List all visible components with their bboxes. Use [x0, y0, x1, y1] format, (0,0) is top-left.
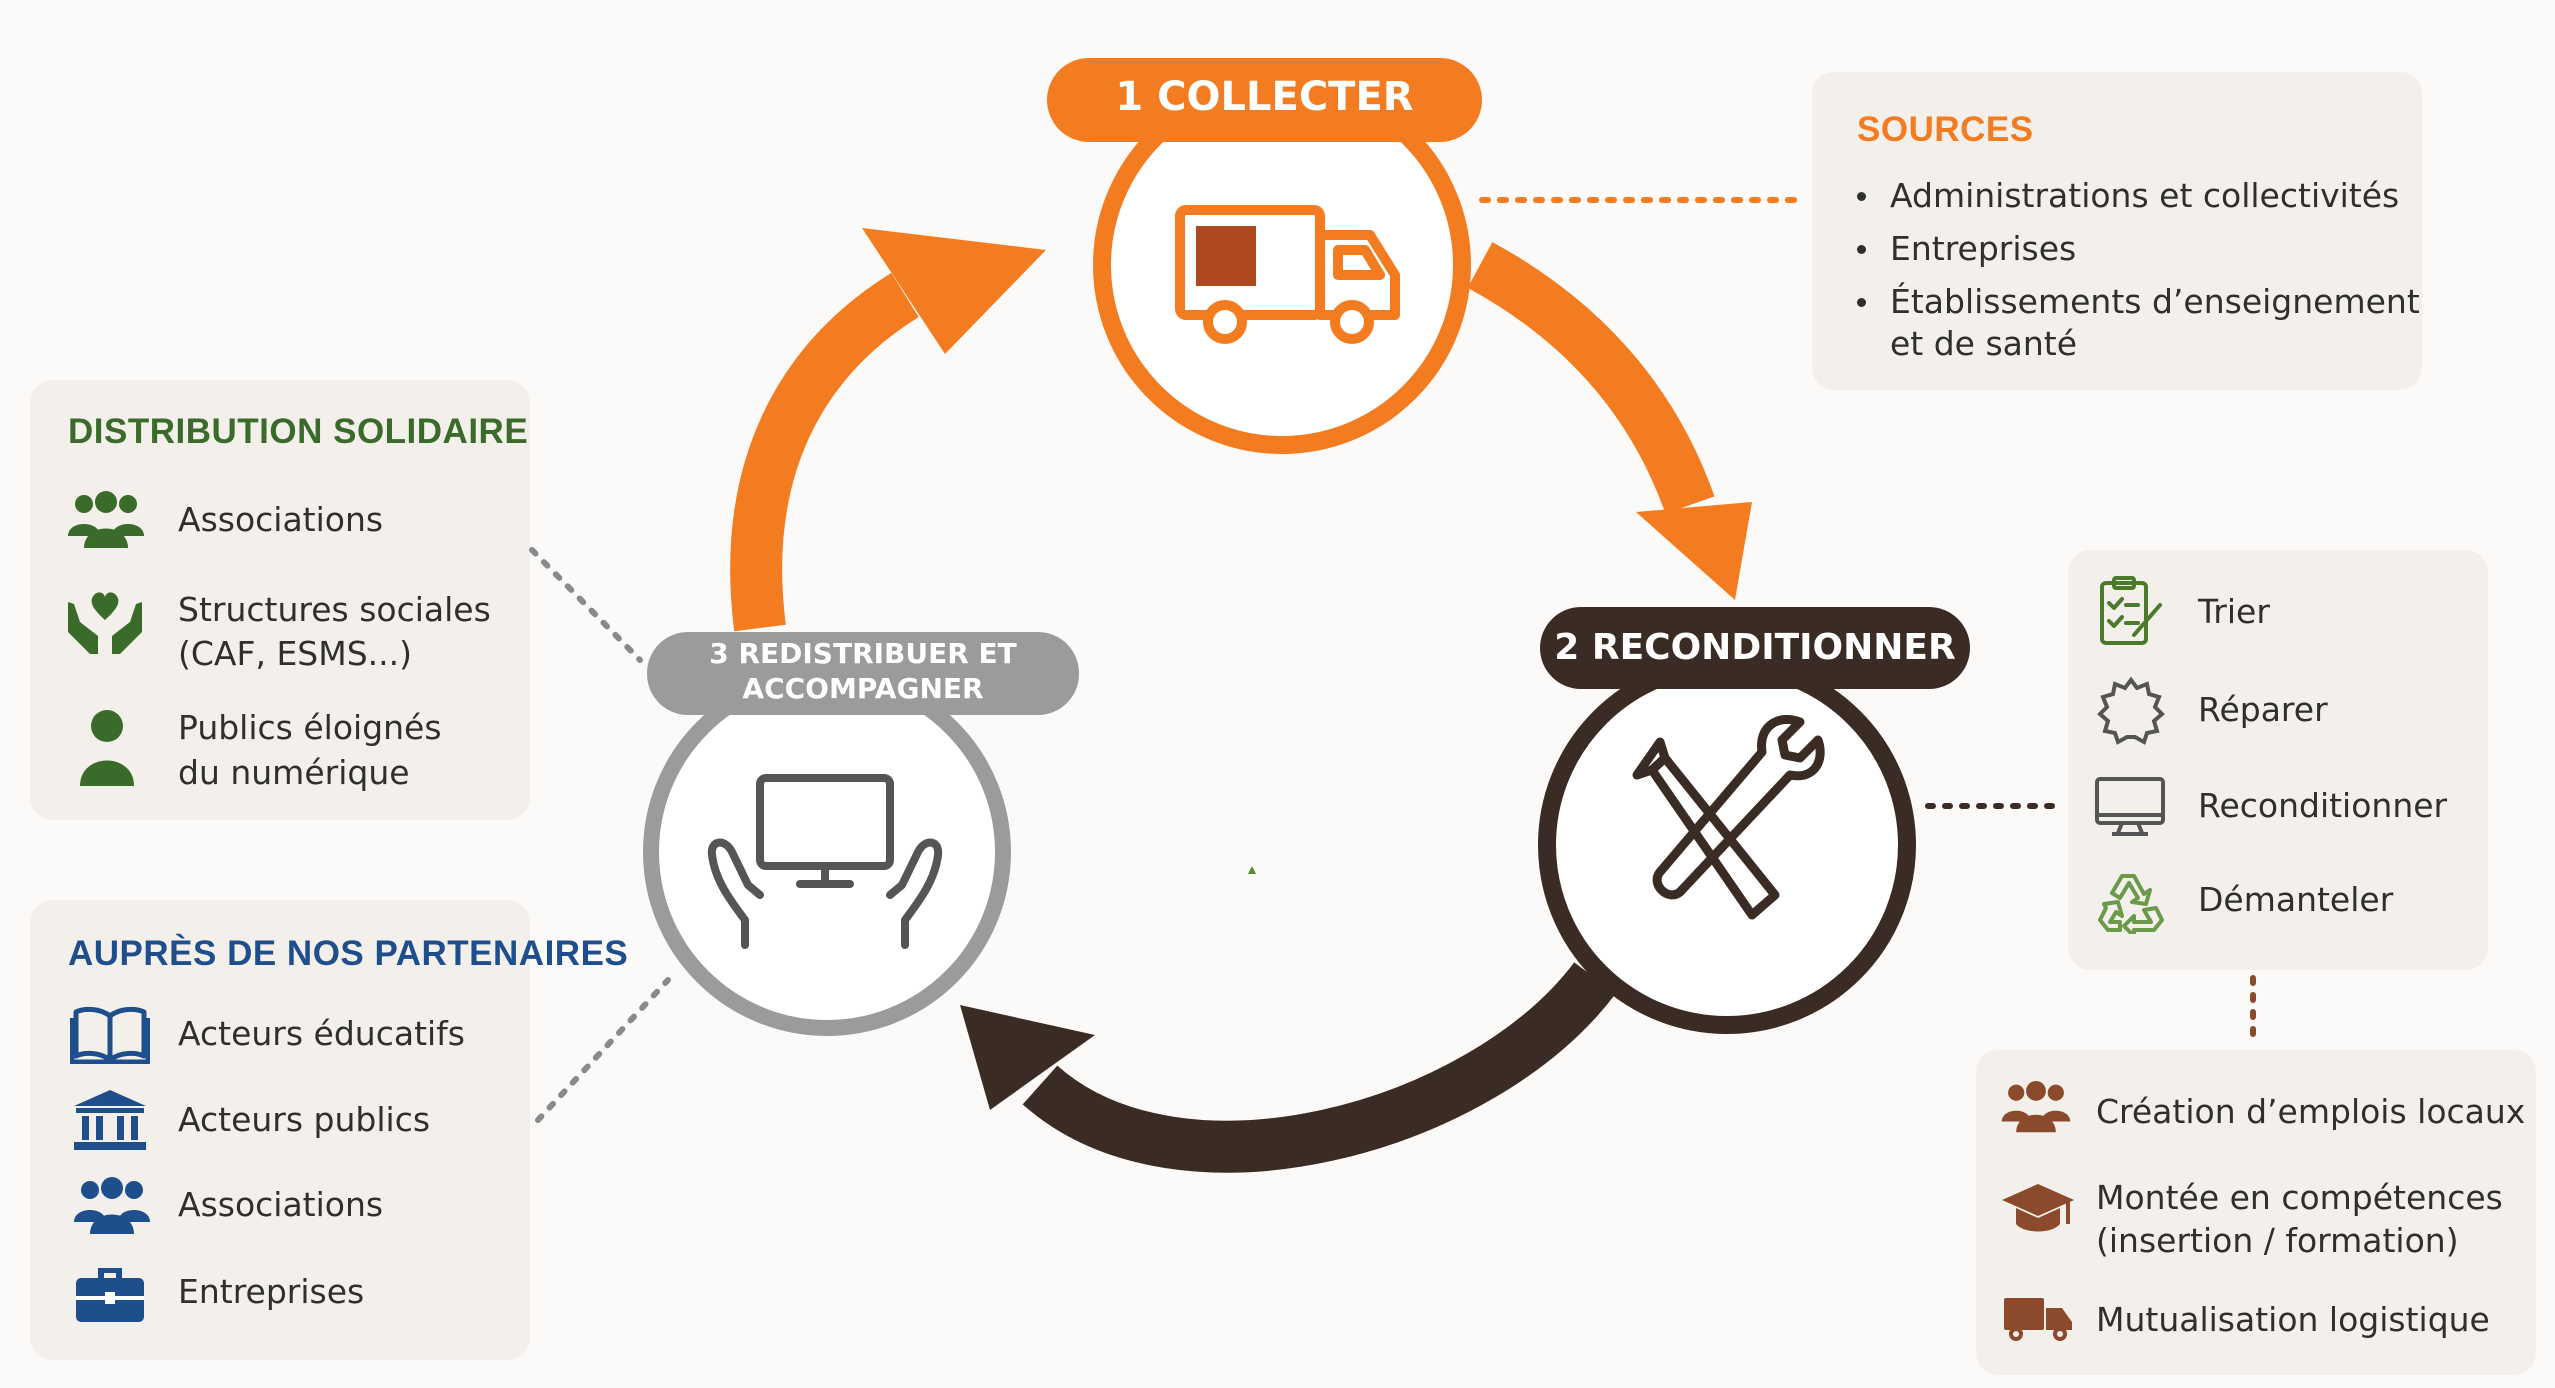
source-item: Établissements d’enseignement [1890, 282, 2420, 321]
source-item: Administrations et collectivités [1890, 176, 2400, 215]
center-marker [1248, 866, 1256, 874]
recondition-step-label: Démanteler [2198, 880, 2394, 919]
redistribute-label-line1: 3 REDISTRIBUER ET [709, 637, 1017, 670]
partner-item-label: Associations [178, 1185, 384, 1224]
impact-item-label: Création d’emplois locaux [2096, 1092, 2526, 1131]
distribution-item-label: Structures sociales [178, 590, 491, 629]
collect-label-pill [1047, 58, 1482, 142]
arrow-to-recondition-head [1636, 502, 1752, 600]
impact-item-label: Montée en compétences [2096, 1178, 2503, 1217]
checklist-icon [2100, 576, 2162, 645]
distribution-item-sublabel: du numérique [178, 753, 410, 792]
bullet [1857, 245, 1866, 254]
bullet [1857, 298, 1866, 307]
connector-distribution [529, 547, 643, 663]
graduation-cap-icon [2002, 1184, 2074, 1232]
distribution-title: DISTRIBUTION SOLIDAIRE [68, 412, 529, 451]
recondition-step-label: Réparer [2198, 690, 2328, 729]
sources-panel [1812, 72, 2422, 390]
recondition-step-label: Reconditionner [2198, 786, 2448, 825]
partner-item-label: Acteurs publics [178, 1100, 431, 1139]
recondition-step-label: Trier [2198, 592, 2270, 631]
tools-icon [1632, 714, 1825, 920]
gear-icon [2097, 676, 2165, 745]
distribution-item-label: Associations [178, 500, 384, 539]
people-group-icon [2001, 1081, 2071, 1133]
recycle-icon [2098, 874, 2164, 934]
impact-item-sublabel: (insertion / formation) [2096, 1221, 2459, 1260]
recondition-label: 2 RECONDITIONNER [1554, 627, 1956, 668]
hands-computer-icon [707, 774, 943, 949]
briefcase-icon [76, 1268, 144, 1322]
distribution-item-label: Publics éloignés [178, 708, 442, 747]
book-icon [70, 1006, 150, 1064]
truck-icon [1175, 205, 1400, 344]
collect-label: 1 COLLECTER [1115, 74, 1414, 120]
delivery-truck-icon [2004, 1298, 2072, 1341]
arrow-to-redistribute [1022, 962, 1616, 1173]
impact-item-label: Mutualisation logistique [2096, 1300, 2490, 1339]
source-item: Entreprises [1890, 229, 2077, 268]
connector-partners [535, 977, 671, 1123]
redistribute-circle [643, 668, 1011, 1036]
people-group-icon [68, 491, 144, 548]
institution-icon [74, 1090, 146, 1150]
arrow-to-collect [730, 272, 919, 632]
redistribute-label-line2: ACCOMPAGNER [742, 672, 984, 705]
arrow-to-redistribute-head [960, 1005, 1095, 1110]
partner-item-label: Acteurs éducatifs [178, 1014, 465, 1053]
person-icon [80, 710, 134, 786]
heart-hands-icon [68, 592, 142, 654]
source-item-continued: et de santé [1890, 324, 2078, 363]
bullet [1857, 192, 1866, 201]
monitor-icon [2095, 777, 2165, 836]
arrow-to-collect-head [862, 228, 1046, 354]
partner-item-label: Entreprises [178, 1272, 365, 1311]
people-group-icon [74, 1177, 150, 1234]
redistribute-label-pill [647, 632, 1079, 715]
distribution-item-sublabel: (CAF, ESMS...) [178, 634, 413, 673]
sources-title: SOURCES [1857, 110, 2034, 149]
arrow-to-recondition [1467, 242, 1715, 514]
partners-title: AUPRÈS DE NOS PARTENAIRES [68, 934, 629, 973]
recondition-label-pill [1540, 607, 1970, 689]
